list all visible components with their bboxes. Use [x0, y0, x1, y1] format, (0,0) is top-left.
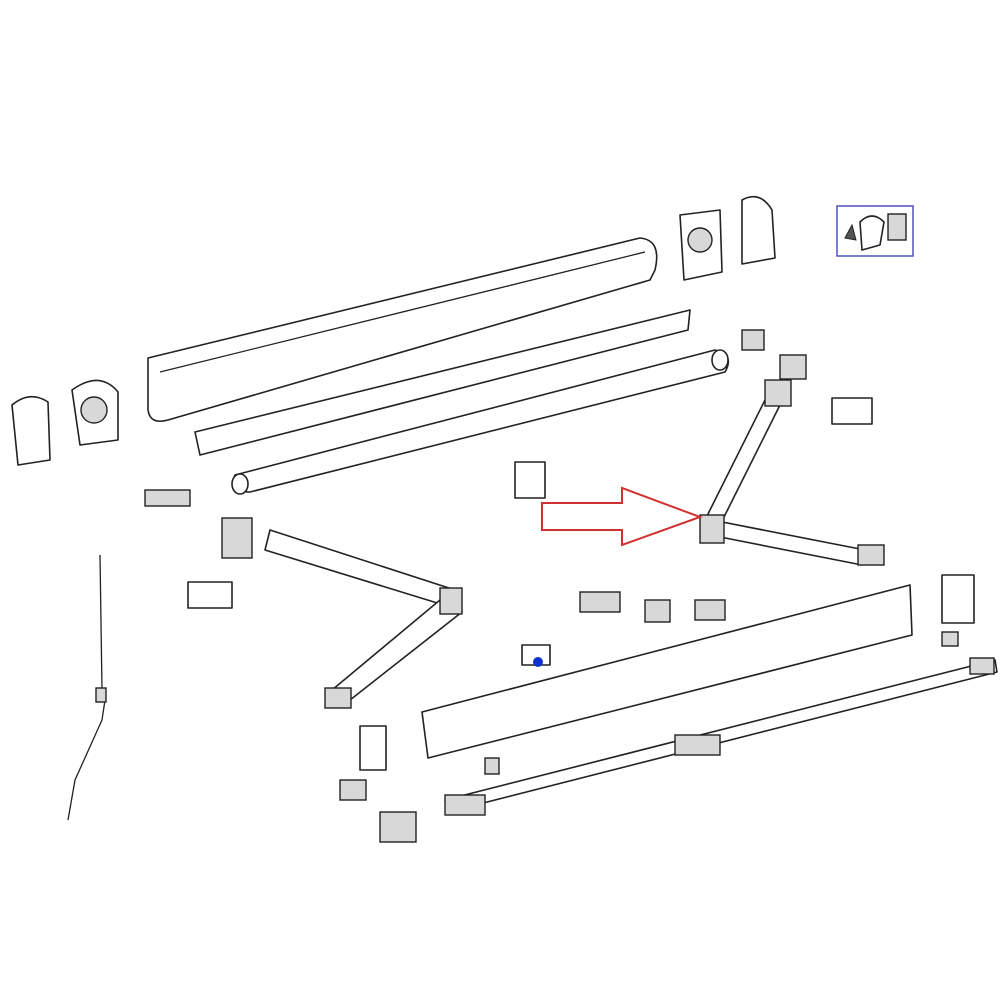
- front-bar-profile: [421, 584, 913, 759]
- left-awning-arm: [221, 517, 463, 709]
- left-end-cap: [11, 395, 51, 466]
- right-arm-bracket: [741, 329, 807, 380]
- left-gearbox: [71, 379, 119, 446]
- right-awning-arm: [699, 379, 885, 566]
- roller-tube: [231, 349, 730, 495]
- inset-spare-parts: [836, 205, 914, 257]
- right-gearbox: [679, 209, 723, 281]
- right-end-cap: [741, 195, 776, 265]
- crank-handle: [67, 554, 107, 821]
- lead-bar: [444, 657, 998, 816]
- front-lip-profile: [194, 309, 691, 456]
- arrow-right-outline-icon: [541, 486, 703, 547]
- small-parts: [144, 397, 975, 843]
- awning-case-profile: [147, 237, 658, 423]
